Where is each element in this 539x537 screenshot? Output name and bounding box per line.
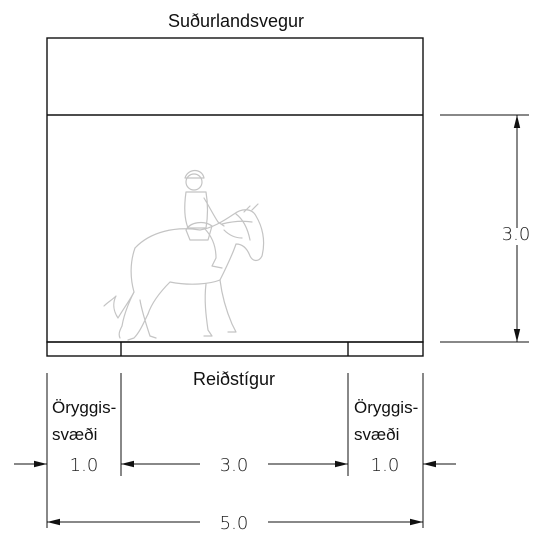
horse-rider-icon <box>103 169 265 341</box>
safety-zone-right-label-1: Öryggis- <box>354 398 418 417</box>
safety-zone-left-label-2: svæði <box>52 425 97 444</box>
path-label: Reiðstígur <box>193 369 275 389</box>
path-surface <box>46 341 424 357</box>
road-label: Suðurlandsvegur <box>168 11 304 31</box>
center-dim-value: 3.0 <box>220 455 249 476</box>
total-dim-value: 5.0 <box>220 513 249 534</box>
safety-zone-left-label-1: Öryggis- <box>52 398 116 417</box>
height-dim-value: 3.0 <box>502 224 531 245</box>
right-zone-dim-value: 1.0 <box>371 455 400 476</box>
road-section-frame <box>46 37 424 343</box>
left-zone-dim-value: 1.0 <box>70 455 99 476</box>
safety-zone-right-label-2: svæði <box>354 425 399 444</box>
